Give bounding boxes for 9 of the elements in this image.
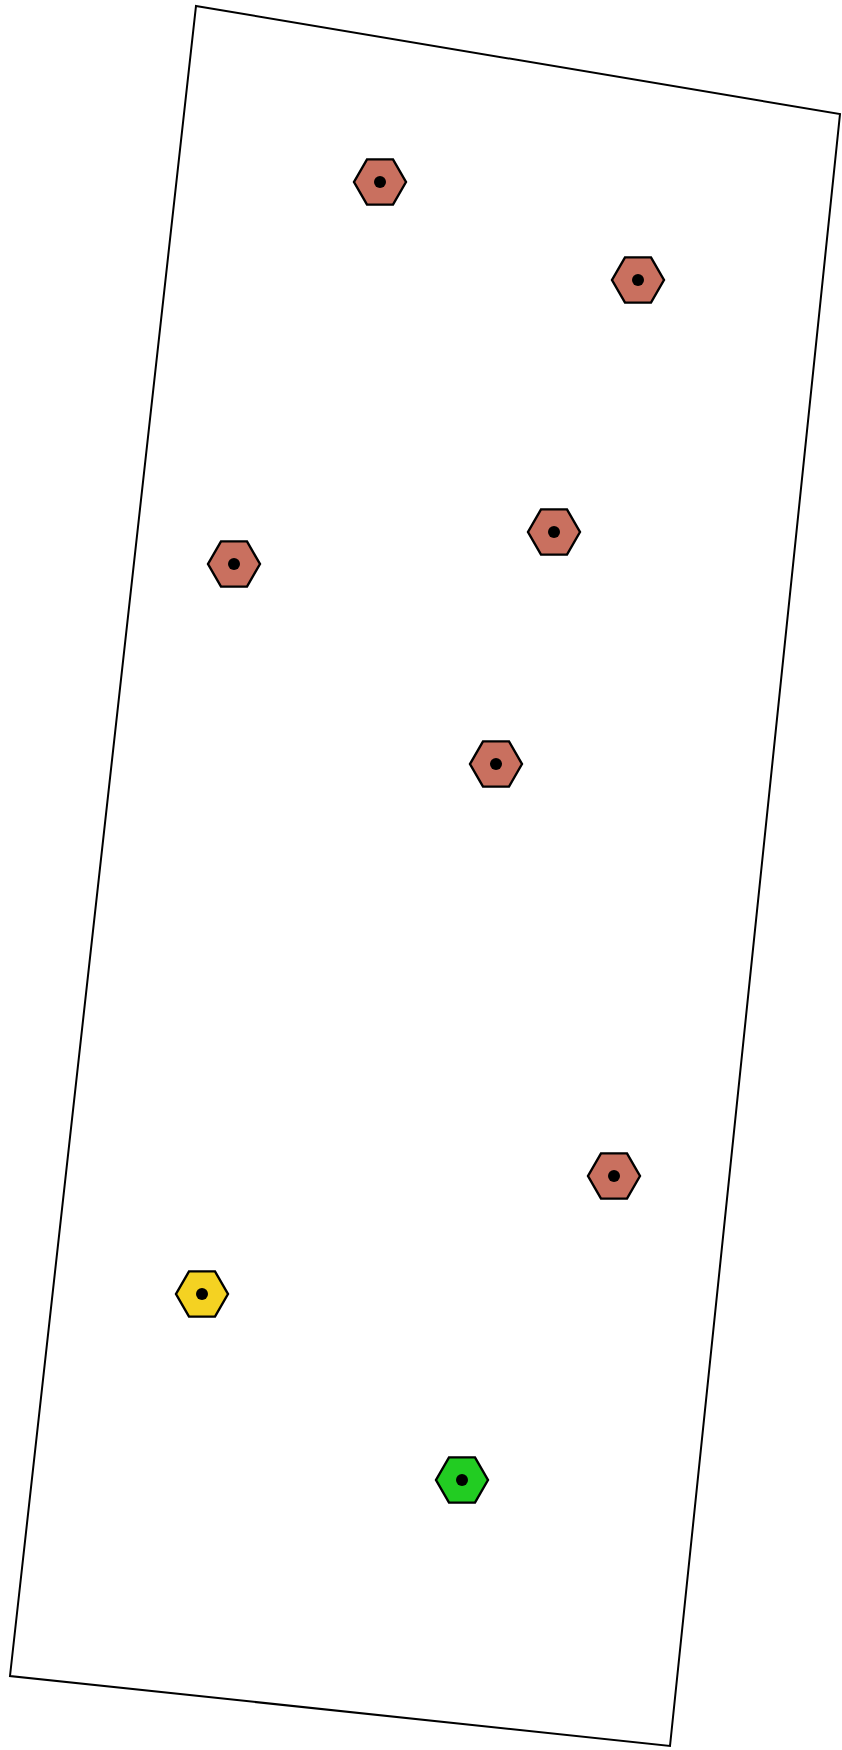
hexagon-marker [610, 256, 666, 304]
hexagon-marker [434, 1456, 490, 1504]
hexagon-marker [526, 508, 582, 556]
hexagon-marker [468, 740, 524, 788]
hexagon-marker [206, 540, 262, 588]
hexagon-marker [352, 158, 408, 206]
hexagon-marker [174, 1270, 230, 1318]
hexagon-marker [586, 1152, 642, 1200]
boundary-outline [8, 4, 842, 1748]
